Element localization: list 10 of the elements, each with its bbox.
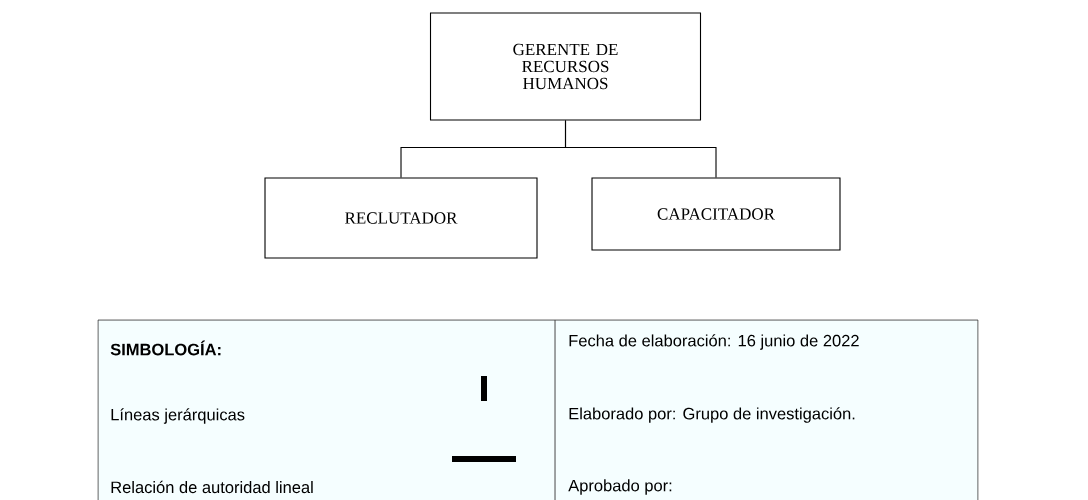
- info-text: Elaborado por: Grupo de investigación.: [569, 407, 855, 423]
- legend-text: Líneas jerárquicas: [111, 408, 245, 424]
- org-box: GERENTE DE RECURSOS HUMANOS: [429, 12, 702, 121]
- connector-line: [564, 120, 717, 178]
- org-box: CAPACITADOR: [591, 177, 841, 251]
- legend-text: Relación de autoridad lineal: [111, 480, 313, 494]
- info-text: Fecha de elaboración: 16 junio de 2022: [569, 334, 859, 350]
- legend-title: SIMBOLOGÍA:: [110, 340, 221, 356]
- info-text: Aprobado por:: [568, 479, 672, 495]
- org-box: RECLUTADOR: [264, 177, 538, 259]
